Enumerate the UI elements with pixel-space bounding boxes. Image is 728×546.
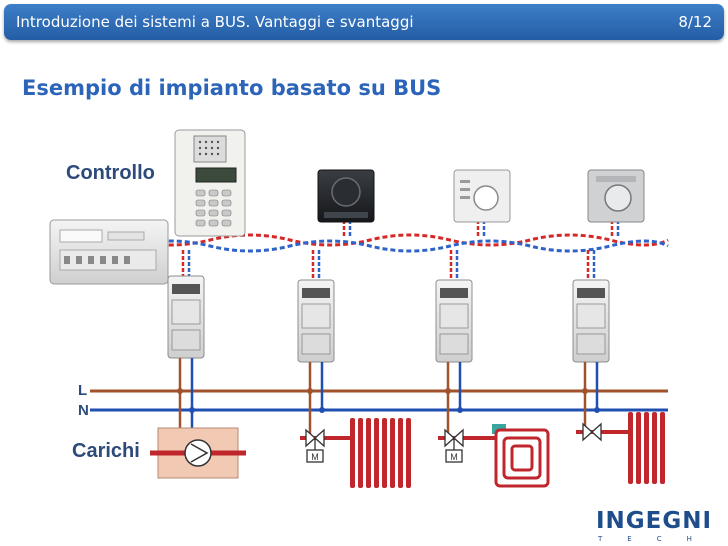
actuator-icon	[435, 279, 473, 363]
controller-icon	[174, 129, 246, 237]
actuator-icon	[167, 275, 205, 359]
thermostat-icon	[587, 169, 645, 223]
power-supply-icon	[49, 219, 169, 285]
actuator-icon	[572, 279, 610, 363]
slide-title: Esempio di impianto basato su BUS	[22, 76, 442, 100]
logo-text: INGEGNI	[596, 508, 713, 534]
valve-motor-label: M	[450, 452, 458, 462]
valve-motor-label: M	[311, 452, 319, 462]
thermostat-icon	[317, 169, 375, 223]
radiator-icon	[330, 418, 411, 488]
page-number: 8/12	[678, 13, 712, 31]
neutral-line-label: N	[78, 402, 89, 419]
company-logo: INGEGNI TECH	[596, 508, 722, 544]
phase-line-label: L	[78, 382, 88, 399]
control-label: Controllo	[66, 162, 155, 184]
actuator-icon	[297, 279, 335, 363]
valve-icon: M	[300, 428, 330, 463]
thermostat-icon	[453, 169, 511, 223]
floor-heating-icon	[470, 424, 550, 488]
load-wiring	[177, 358, 600, 440]
valve-icon	[576, 422, 608, 442]
logo-subtext: TECH	[598, 535, 717, 543]
loads-label: Carichi	[72, 440, 140, 462]
slide-header: Introduzione dei sistemi a BUS. Vantaggi…	[4, 4, 724, 40]
bus-cable	[49, 233, 669, 253]
header-title: Introduzione dei sistemi a BUS. Vantaggi…	[16, 13, 414, 31]
valve-icon: M	[438, 428, 470, 463]
radiator-icon	[608, 412, 665, 484]
pump-icon	[150, 427, 246, 479]
